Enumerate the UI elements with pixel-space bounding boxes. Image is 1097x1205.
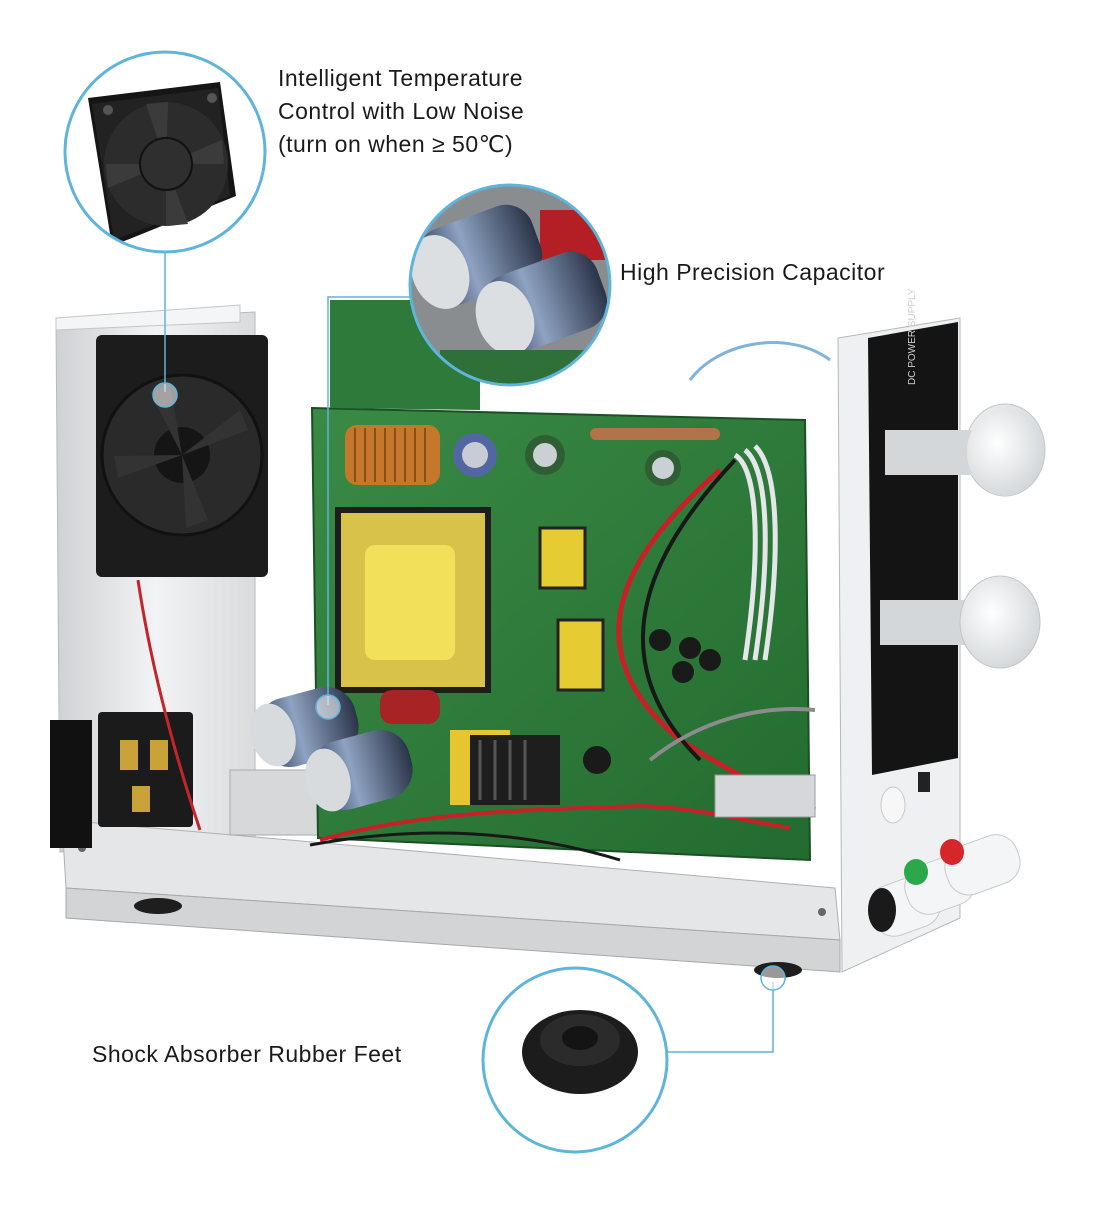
fan-callout-bubble [63,50,267,254]
fan-wire [136,579,202,831]
fan-marker [152,382,178,408]
capacitor-callout-bubble [408,183,612,387]
ac-inlet [50,712,193,848]
front-panel: DC POWER SUPPLY [837,288,1046,973]
fan-callout-line2: Control with Low Noise [278,98,525,124]
capacitor-marker [315,694,341,720]
panel-brand-text: DC POWER SUPPLY [907,288,918,385]
feet-callout-text: Shock Absorber Rubber Feet [92,1041,402,1067]
feet-marker [760,965,786,991]
rear-fan [96,335,268,577]
fan-callout-text: Intelligent Temperature Control with Low… [278,62,524,161]
feet-callout-bubble [481,966,669,1154]
fan-callout-line3: (turn on when ≥ 50℃) [278,131,514,157]
main-pcb [250,300,831,862]
fan-callout-line1: Intelligent Temperature [278,65,524,91]
capacitor-callout-text: High Precision Capacitor [620,259,886,285]
callout-lines [164,252,774,1053]
